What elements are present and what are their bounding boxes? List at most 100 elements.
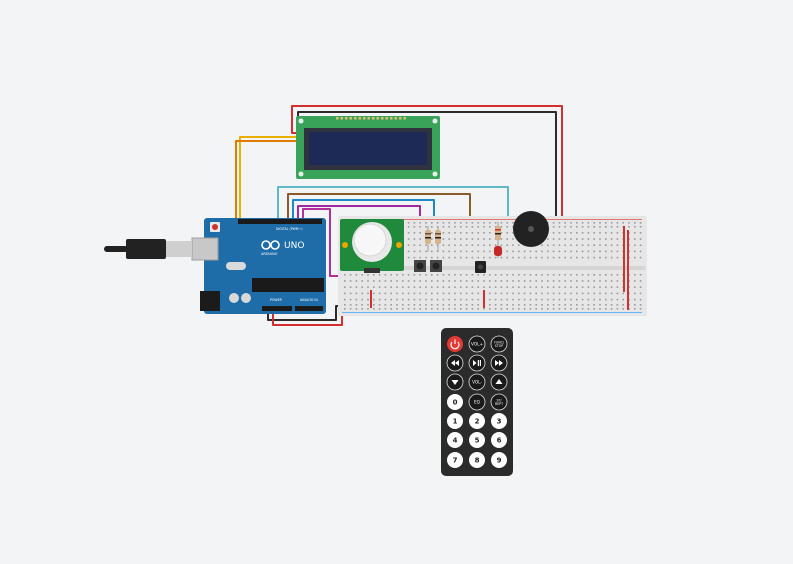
remote-button-label: VOL+ xyxy=(471,342,483,347)
remote-button-label: 1 xyxy=(453,418,458,426)
digital-header xyxy=(238,219,322,224)
usb-plug[interactable] xyxy=(166,241,192,257)
breadboard-hole xyxy=(581,298,584,301)
remote-button-label: 3 xyxy=(497,418,502,426)
arduino-uno[interactable]: UNO ARDUINO DIGITAL (PWM~) POWER ANALOG … xyxy=(104,218,326,314)
remote-button-5[interactable]: 5 xyxy=(469,432,485,448)
breadboard-hole xyxy=(413,222,416,224)
remote-button-4[interactable]: 4 xyxy=(447,432,463,448)
breadboard-hole xyxy=(523,298,526,301)
breadboard-hole xyxy=(425,280,427,282)
resistor-1[interactable] xyxy=(425,226,431,252)
lcd-pin xyxy=(394,117,397,120)
lcd-pin xyxy=(385,117,388,120)
remote-button-eq[interactable]: EQ xyxy=(468,393,486,411)
breadboard-hole xyxy=(431,304,433,306)
remote-button-0[interactable]: 0 xyxy=(447,394,463,410)
rewind-button[interactable] xyxy=(446,354,464,372)
wire-yellow-lcd[interactable] xyxy=(239,136,298,222)
rail-red-top xyxy=(342,219,642,220)
breadboard-hole xyxy=(390,298,392,301)
remote-button-9[interactable]: 9 xyxy=(491,452,507,468)
power-button[interactable] xyxy=(447,336,463,352)
breadboard-hole xyxy=(396,280,398,282)
capacitor-2 xyxy=(241,293,251,303)
breadboard-hole xyxy=(634,226,636,228)
breadboard-hole xyxy=(396,286,398,288)
remote-button-vol-[interactable]: VOL+ xyxy=(468,335,486,353)
breadboard-hole xyxy=(477,244,479,246)
breadboard-hole xyxy=(506,244,508,246)
breadboard-hole xyxy=(518,244,520,246)
breadboard-hole xyxy=(483,226,485,228)
breadboard-hole xyxy=(407,274,410,276)
wire-orange-lcd[interactable] xyxy=(235,140,298,222)
breadboard-hole xyxy=(616,250,619,253)
breadboard-hole xyxy=(599,256,601,259)
play-pause-button[interactable] xyxy=(468,354,486,372)
pir-pot-2[interactable] xyxy=(396,242,402,248)
remote-button-6[interactable]: 6 xyxy=(491,432,507,448)
breadboard-hole xyxy=(500,238,503,240)
breadboard-hole xyxy=(506,250,508,253)
usb-cable[interactable] xyxy=(104,246,128,252)
breadboard-hole xyxy=(431,256,433,259)
piezo-buzzer[interactable] xyxy=(513,211,549,247)
breadboard-hole xyxy=(523,280,526,282)
remote-button-st-rept[interactable]: ST/REPT xyxy=(490,393,508,411)
fast-forward-button[interactable] xyxy=(490,354,508,372)
breadboard-hole xyxy=(349,298,352,301)
breadboard-hole xyxy=(407,232,410,234)
remote-button-3[interactable]: 3 xyxy=(491,413,507,429)
breadboard-hole xyxy=(547,274,549,276)
up-arrow-button[interactable] xyxy=(490,373,508,391)
power-jack[interactable] xyxy=(200,291,220,311)
breadboard-hole xyxy=(460,308,462,310)
breadboard-hole xyxy=(616,256,619,259)
remote-button-8[interactable]: 8 xyxy=(469,452,485,468)
down-arrow-icon xyxy=(451,380,459,385)
breadboard-hole xyxy=(634,274,636,276)
pushbutton-1[interactable] xyxy=(414,260,426,272)
breadboard-hole xyxy=(512,222,514,224)
breadboard-hole xyxy=(552,232,555,234)
usb-cable-boot[interactable] xyxy=(126,239,166,259)
breadboard-hole xyxy=(599,304,601,306)
breadboard-hole xyxy=(634,244,636,246)
remote-button-2[interactable]: 2 xyxy=(469,413,485,429)
remote-button-label: STOP xyxy=(495,344,503,348)
resistor-3[interactable] xyxy=(495,222,501,246)
breadboard-hole xyxy=(535,280,537,282)
breadboard-hole xyxy=(436,222,439,224)
wire-red-top[interactable] xyxy=(291,105,563,228)
breadboard-hole xyxy=(413,308,416,310)
rail-red-mid xyxy=(483,290,485,308)
breadboard-hole xyxy=(593,298,595,301)
usb-port[interactable] xyxy=(191,237,219,261)
breadboard-hole xyxy=(460,298,462,301)
resistor-2[interactable] xyxy=(435,226,441,252)
down-arrow-button[interactable] xyxy=(446,373,464,391)
remote-button-func-stop[interactable]: FUNC/STOP xyxy=(490,335,508,353)
breadboard-hole xyxy=(373,286,375,288)
ir-receiver[interactable] xyxy=(475,261,486,273)
reset-button-cap[interactable] xyxy=(212,224,218,230)
pir-sensor[interactable] xyxy=(340,219,404,273)
pir-pot-1[interactable] xyxy=(342,242,348,248)
breadboard-hole xyxy=(465,274,468,276)
breadboard-hole xyxy=(477,280,479,282)
lcd-pin xyxy=(403,117,406,120)
remote-button-1[interactable]: 1 xyxy=(447,413,463,429)
red-led[interactable] xyxy=(494,246,502,258)
remote-button-7[interactable]: 7 xyxy=(447,452,463,468)
breadboard-hole xyxy=(634,250,636,253)
breadboard-hole xyxy=(512,250,514,253)
breadboard-hole xyxy=(367,308,369,310)
lcd-display[interactable] xyxy=(296,116,440,179)
breadboard-hole xyxy=(535,256,537,259)
breadboard-hole xyxy=(529,308,532,310)
breadboard-hole xyxy=(518,304,520,306)
pushbutton-2[interactable] xyxy=(430,260,442,272)
remote-button-vol-[interactable]: VOL- xyxy=(468,373,486,391)
